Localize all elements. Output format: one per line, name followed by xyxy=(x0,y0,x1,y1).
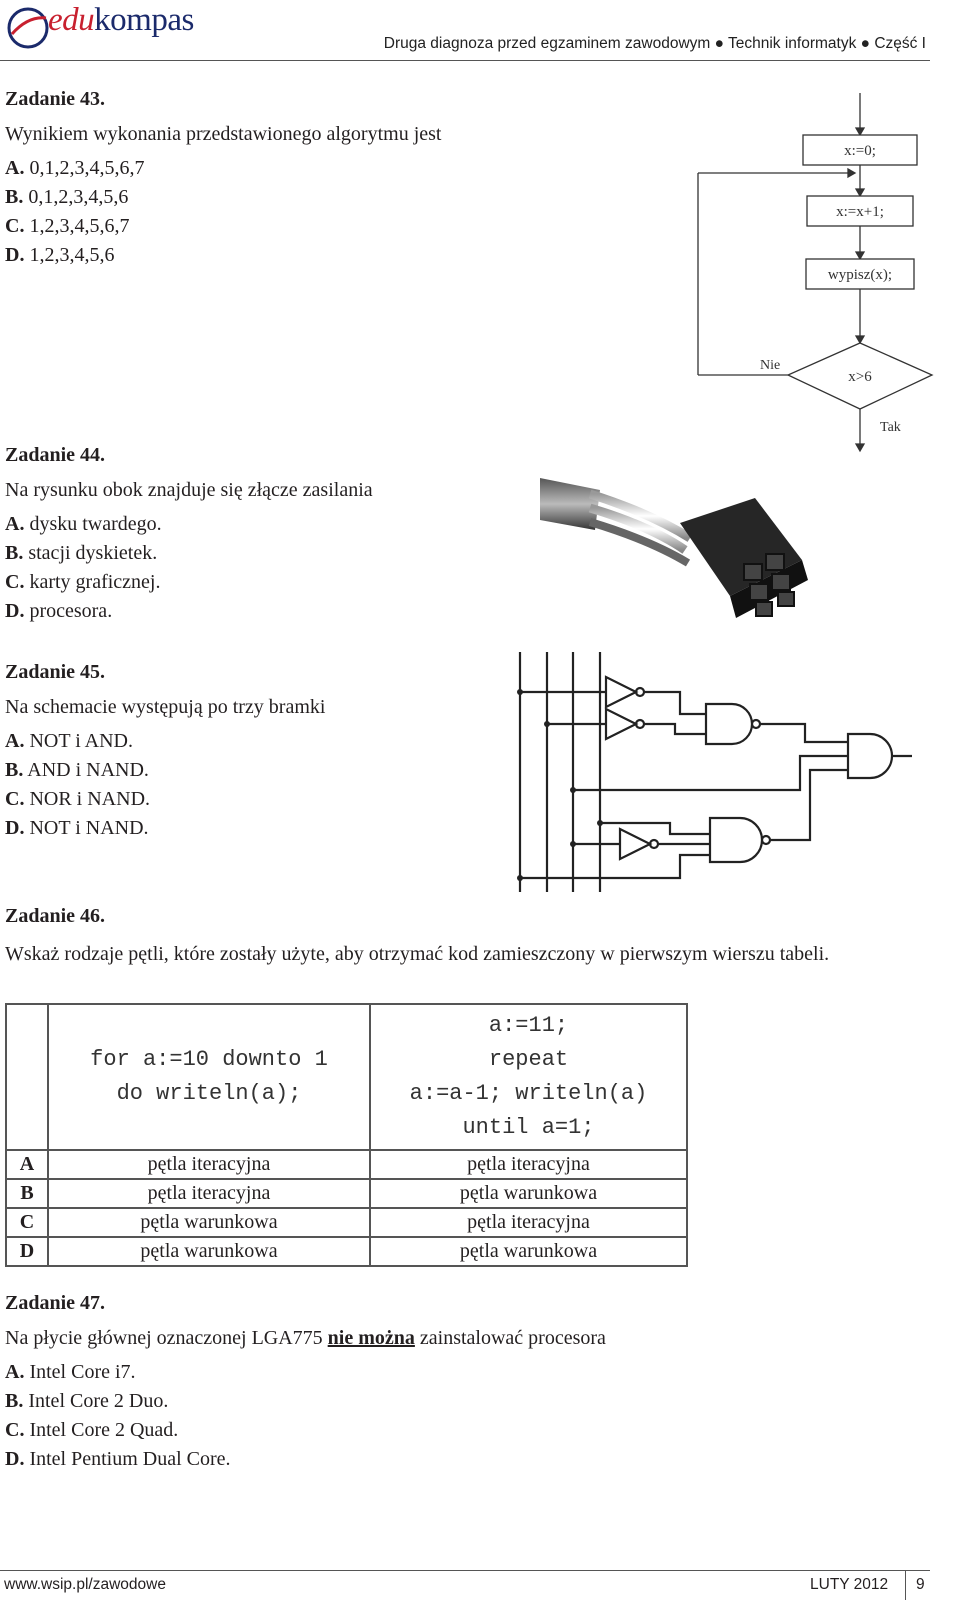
logo-edu-text: edu xyxy=(48,2,95,38)
code-cell-for-loop: for a:=10 downto 1 do writeln(a); xyxy=(47,1003,371,1151)
task-46: Zadanie 46. Wskaż rodzaje pętli, które z… xyxy=(5,905,925,969)
answer-option: A. 0,1,2,3,4,5,6,7 xyxy=(5,157,145,179)
question-text: Wskaż rodzaje pętli, które zostały użyte… xyxy=(5,943,830,965)
algorithm-flowchart: x:=0; x:=x+1; wypisz(x); x>6 Nie Tak xyxy=(697,93,934,453)
answer-option: B. stacji dyskietek. xyxy=(5,542,158,564)
flowchart-box-increment: x:=x+1; xyxy=(836,204,884,220)
code-cell-repeat-loop: a:=11; repeat a:=a-1; writeln(a) until a… xyxy=(369,1003,688,1151)
task-title: Zadanie 47. xyxy=(5,1292,106,1314)
flowchart-no-label: Nie xyxy=(760,358,780,373)
question-text: Na płycie głównej oznaczonej LGA775 nie … xyxy=(5,1327,606,1349)
answer-option: B. 0,1,2,3,4,5,6 xyxy=(5,186,129,208)
answer-option: C. 1,2,3,4,5,6,7 xyxy=(5,215,130,237)
flowchart-yes-label: Tak xyxy=(880,420,901,435)
footer-divider xyxy=(0,1570,930,1571)
task-44: Zadanie 44. Na rysunku obok znajduje się… xyxy=(5,444,373,626)
answer-option: D. Intel Pentium Dual Core. xyxy=(5,1448,231,1470)
answer-option: D. 1,2,3,4,5,6 xyxy=(5,244,115,266)
answer-option: A. dysku twardego. xyxy=(5,513,162,535)
footer-date: LUTY 2012 xyxy=(810,1576,889,1593)
power-connector-image xyxy=(540,478,808,618)
table-header-row: for a:=10 downto 1 do writeln(a); a:=11;… xyxy=(5,1003,688,1151)
table-row: A pętla iteracyjna pętla iteracyjna xyxy=(5,1149,688,1180)
task-title: Zadanie 44. xyxy=(5,444,106,466)
edukompas-logo: edukompas xyxy=(4,2,224,50)
answer-option: A. NOT i AND. xyxy=(5,730,133,752)
page-header-title: Druga diagnoza przed egzaminem zawodowym… xyxy=(383,35,926,52)
answer-option: A. Intel Core i7. xyxy=(5,1361,136,1383)
flowchart-box-init: x:=0; xyxy=(844,143,876,159)
flowchart-box-print: wypisz(x); xyxy=(828,267,892,283)
question-text: Na schemacie występują po trzy bramki xyxy=(5,696,326,718)
answer-option: C. Intel Core 2 Quad. xyxy=(5,1419,179,1441)
task-title: Zadanie 45. xyxy=(5,661,106,683)
table-row: D pętla warunkowa pętla warunkowa xyxy=(5,1236,688,1267)
logo-swoosh-icon xyxy=(7,7,49,49)
loop-types-table: for a:=10 downto 1 do writeln(a); a:=11;… xyxy=(5,1003,688,1267)
task-45: Zadanie 45. Na schemacie występują po tr… xyxy=(5,661,325,843)
footer-separator xyxy=(905,1570,906,1600)
question-text: Na rysunku obok znajduje się złącze zasi… xyxy=(5,479,373,501)
answer-option: D. NOT i NAND. xyxy=(5,817,149,839)
logo-kompas-text: kompas xyxy=(94,2,194,38)
table-row: B pętla iteracyjna pętla warunkowa xyxy=(5,1178,688,1209)
answer-option: D. procesora. xyxy=(5,600,113,622)
table-row: C pętla warunkowa pętla iteracyjna xyxy=(5,1207,688,1238)
answer-option: B. AND i NAND. xyxy=(5,759,149,781)
answer-option: B. Intel Core 2 Duo. xyxy=(5,1390,169,1412)
page-number: 9 xyxy=(916,1576,925,1593)
header-divider xyxy=(0,60,930,61)
answer-option: C. NOR i NAND. xyxy=(5,788,151,810)
footer-url[interactable]: www.wsip.pl/zawodowe xyxy=(4,1576,166,1593)
task-title: Zadanie 43. xyxy=(5,88,106,110)
task-title: Zadanie 46. xyxy=(5,905,106,927)
answer-option: C. karty graficznej. xyxy=(5,571,161,593)
flowchart-decision: x>6 xyxy=(848,369,872,385)
question-text: Wynikiem wykonania przedstawionego algor… xyxy=(5,123,442,145)
task-43: Zadanie 43. Wynikiem wykonania przedstaw… xyxy=(5,88,441,270)
logic-gate-schematic xyxy=(517,652,912,892)
task-47: Zadanie 47. Na płycie głównej oznaczonej… xyxy=(5,1292,606,1474)
emphasis-text: nie można xyxy=(327,1327,415,1349)
